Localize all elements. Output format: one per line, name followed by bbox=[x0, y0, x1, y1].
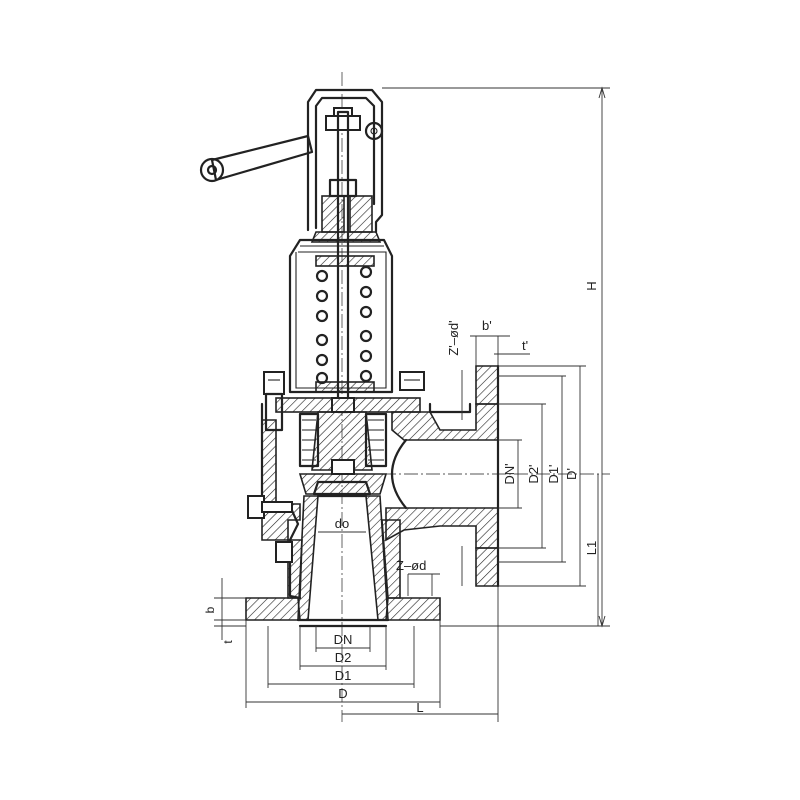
label-DN-prime: DN' bbox=[502, 463, 517, 484]
label-D1: D1 bbox=[335, 668, 352, 683]
label-H: H bbox=[584, 281, 599, 290]
bonnet bbox=[288, 231, 394, 394]
label-Z-d: Z–ød bbox=[396, 558, 426, 573]
outlet-flange bbox=[475, 364, 500, 588]
label-D: D bbox=[338, 686, 347, 701]
inlet-flange bbox=[245, 597, 441, 628]
label-DN: DN bbox=[334, 632, 353, 647]
spring bbox=[315, 265, 373, 385]
label-L: L bbox=[416, 700, 423, 715]
valve-body bbox=[247, 402, 499, 621]
label-D2: D2 bbox=[335, 650, 352, 665]
guide-bellows bbox=[298, 411, 388, 471]
valve-disc bbox=[298, 459, 388, 496]
bonnet-flange bbox=[263, 371, 425, 432]
label-b-prime: b' bbox=[482, 318, 492, 333]
label-t-prime: t' bbox=[522, 338, 528, 353]
label-t: t bbox=[221, 640, 235, 644]
label-D2-prime: D2' bbox=[526, 464, 541, 483]
lever-handle bbox=[199, 121, 384, 183]
label-do: do bbox=[335, 516, 349, 531]
dimension-labels: H L1 L D D1 D2 DN do b t Z–ød Z'–ød' b' … bbox=[203, 281, 599, 715]
label-L1: L1 bbox=[584, 541, 599, 555]
label-D-prime: D' bbox=[564, 468, 579, 480]
dimensions bbox=[214, 86, 610, 722]
label-Z-d-prime: Z'–ød' bbox=[446, 320, 461, 355]
label-D1-prime: D1' bbox=[546, 464, 561, 483]
label-b: b bbox=[203, 606, 217, 613]
